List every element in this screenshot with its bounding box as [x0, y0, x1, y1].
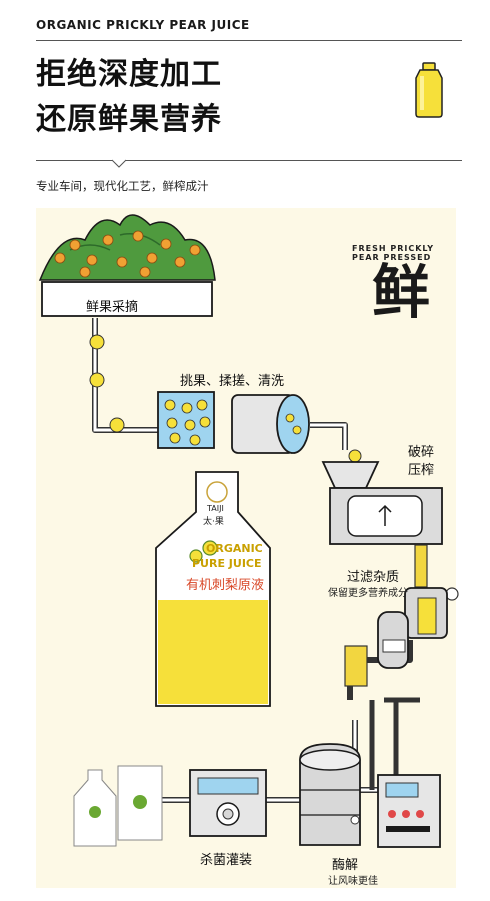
- divider-notch: [112, 159, 126, 168]
- drum-washer: [231, 394, 310, 454]
- product-samples: [73, 765, 163, 847]
- prickly-pear-icon: [202, 540, 218, 556]
- pipe-wash-crush: [310, 422, 348, 450]
- step-crush-label-2: 压榨: [408, 463, 435, 478]
- wash-tank: [157, 391, 215, 449]
- brand-title: ORGANIC PRICKLY PEAR JUICE: [36, 18, 250, 32]
- middle-divider: [36, 160, 462, 161]
- badge-ring-text: FRESH PRICKLY PEAR PRESSED: [352, 244, 435, 262]
- top-divider: [36, 40, 462, 41]
- control-panel: [377, 774, 441, 848]
- fruit-mountain-illustration: [38, 214, 216, 281]
- crusher-machine: [321, 461, 443, 545]
- step-ferment-note: 让风味更佳: [328, 876, 378, 887]
- sterilizer-machine: [189, 769, 267, 837]
- pouch-line-2: PURE JUICE: [192, 557, 262, 570]
- pouch-line-1: ORGANIC: [206, 542, 263, 555]
- step-ferment-label: 酶解: [332, 858, 359, 873]
- headline-line-1: 拒绝深度加工: [36, 57, 222, 92]
- pouch-brand: TAIJI: [207, 504, 224, 513]
- step-wash-label: 挑果、揉搓、清洗: [180, 374, 285, 389]
- fermentation-tank: [299, 743, 361, 846]
- fresh-character: 鲜: [372, 258, 431, 326]
- pouch-cn-name: 有机刺梨原液: [186, 578, 265, 593]
- juice-pouch: [155, 471, 271, 707]
- step-crush-label-1: 破碎: [408, 445, 435, 460]
- step-filter-note: 保留更多营养成分: [328, 588, 408, 599]
- filter-unit: [344, 587, 448, 687]
- pipe-pick-wash: [92, 318, 160, 433]
- step-pick-label: 鲜果采摘: [86, 300, 139, 315]
- headline-line-2: 还原鲜果营养: [36, 102, 222, 137]
- juice-bottle-icon: [415, 62, 443, 118]
- picking-basket: [41, 281, 213, 317]
- step-filter-label: 过滤杂质: [347, 570, 400, 585]
- tagline: 专业车间，现代化工艺，鲜榨成汁: [36, 179, 209, 193]
- step-sterilize-label: 杀菌灌装: [200, 853, 253, 868]
- pouch-brand-cn: 太·果: [203, 517, 224, 527]
